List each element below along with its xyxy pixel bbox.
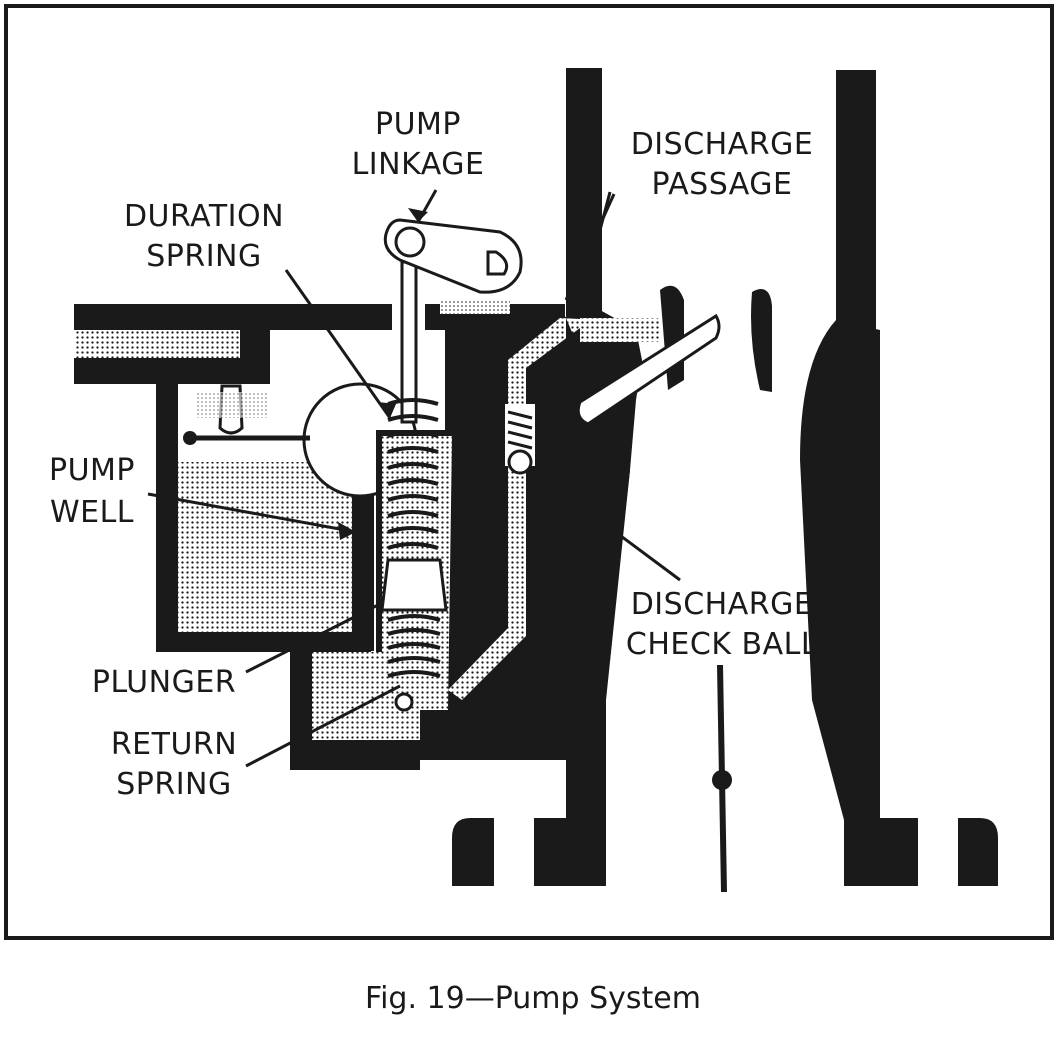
plunger-cup — [380, 558, 448, 612]
label-pump-well-line2: WELL — [50, 495, 134, 530]
label-duration-spring-line1: DURATION — [124, 199, 284, 234]
label-discharge-check-ball-line2: CHECK BALL — [626, 627, 818, 662]
discharge-nozzle — [576, 285, 772, 426]
label-return-spring-line2: SPRING — [116, 767, 232, 802]
throttle-bore — [452, 68, 998, 886]
throttle-plate — [712, 664, 732, 893]
leader-lines — [147, 189, 681, 768]
arrowheads — [338, 208, 428, 540]
pump-lever — [383, 218, 523, 314]
label-plunger: PLUNGER — [92, 665, 236, 700]
label-duration-spring-line2: SPRING — [146, 239, 262, 274]
check-ball-assembly — [505, 404, 535, 475]
figure-frame — [4, 4, 1054, 940]
label-discharge-check-ball-line1: DISCHARGE — [631, 587, 814, 622]
inlet-check-ball — [394, 692, 414, 712]
label-return-spring-line1: RETURN — [111, 727, 237, 762]
duration-spring — [387, 398, 439, 550]
label-discharge-passage-line1: DISCHARGE — [631, 127, 814, 162]
label-pump-linkage-line2: LINKAGE — [352, 147, 485, 182]
return-spring — [387, 614, 441, 678]
pump-shaft — [400, 260, 418, 424]
label-discharge-passage-line2: PASSAGE — [651, 167, 792, 202]
label-pump-well-line1: PUMP — [49, 453, 135, 488]
label-pump-linkage-line1: PUMP — [375, 107, 461, 142]
figure-caption: Fig. 19—Pump System — [365, 981, 701, 1016]
